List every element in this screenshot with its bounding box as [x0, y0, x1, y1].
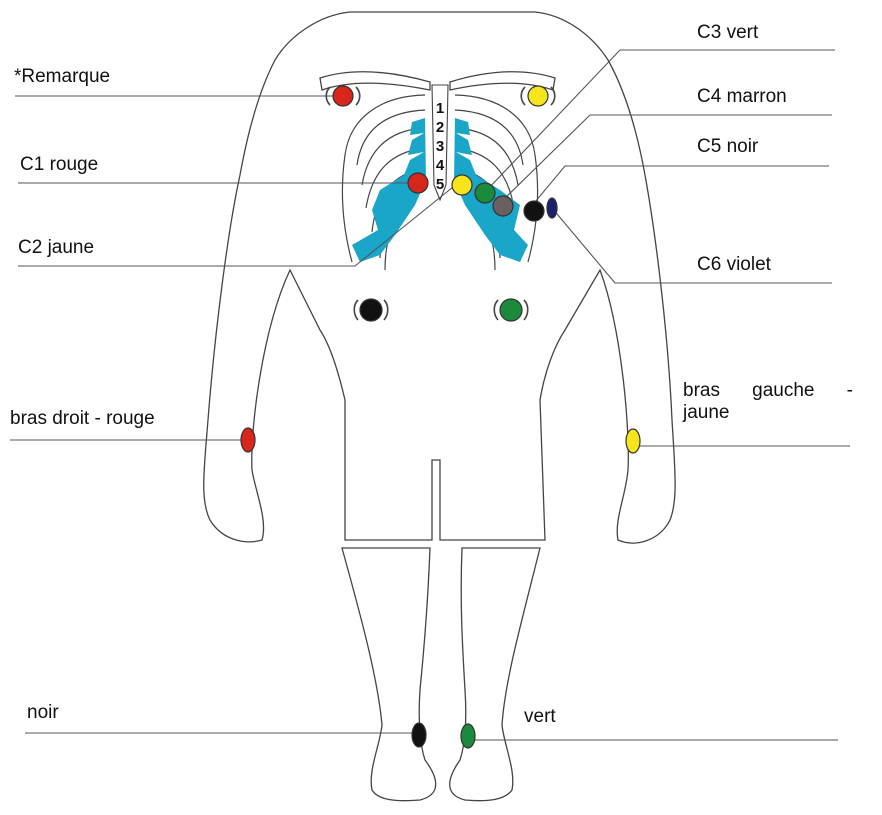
label-bras-gauche: bras gauche - jaune	[683, 380, 853, 424]
label-c4-marron: C4 marron	[697, 86, 787, 108]
label-c3-vert: C3 vert	[697, 22, 758, 44]
label-bras-gauche-dash: -	[847, 380, 853, 402]
label-bras-gauche-word2: gauche	[752, 380, 814, 402]
electrode-c4-brown	[493, 196, 513, 216]
label-jambe-vert: vert	[524, 706, 556, 728]
intercostal-number-4: 4	[436, 157, 445, 174]
intercostal-number-1: 1	[436, 100, 444, 117]
electrode-left-arm-yellow	[626, 429, 640, 453]
intercostal-number-3: 3	[436, 138, 444, 155]
electrode-remarque-yellow	[528, 86, 548, 106]
electrode-left-leg-green	[461, 724, 475, 748]
left-leg-outline	[450, 548, 540, 801]
electrode-right-leg-black	[412, 723, 426, 747]
electrode-c1-red	[408, 173, 428, 193]
intercostal-space-numbers: 1 2 3 4 5	[436, 100, 445, 193]
label-bras-gauche-word1: bras	[683, 380, 720, 402]
label-c2-jaune: C2 jaune	[18, 237, 94, 259]
label-bras-droit: bras droit - rouge	[10, 408, 155, 430]
electrode-c2-yellow	[452, 175, 472, 195]
label-c6-violet: C6 violet	[697, 254, 771, 276]
label-jambe-noir: noir	[27, 702, 59, 724]
electrode-c6-violet	[547, 198, 557, 218]
label-bras-gauche-line2: jaune	[683, 402, 853, 424]
intercostal-number-2: 2	[436, 119, 444, 136]
label-remarque: *Remarque	[14, 66, 110, 88]
label-c1-rouge: C1 rouge	[20, 154, 98, 176]
electrode-c3-green	[475, 183, 495, 203]
electrode-c5-black	[524, 201, 544, 221]
electrode-right-arm-red	[241, 428, 255, 452]
right-leg-outline	[342, 548, 436, 801]
electrode-remarque-red	[333, 86, 353, 106]
intercostal-number-5: 5	[436, 176, 444, 193]
electrode-bottom-left-green	[500, 299, 522, 321]
electrode-bottom-right-black	[360, 299, 382, 321]
label-c5-noir: C5 noir	[697, 136, 758, 158]
